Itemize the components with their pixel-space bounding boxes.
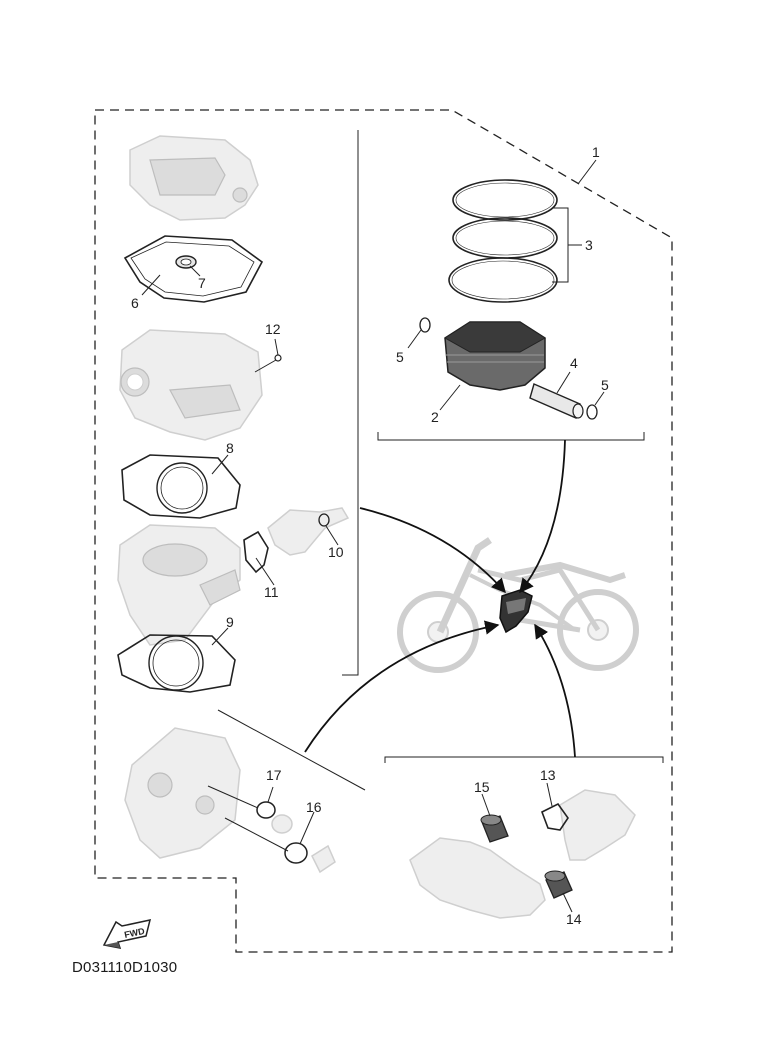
fwd-direction-arrow: FWD [102,919,152,949]
piston-rings [448,179,558,303]
piston-pin-clip-right [586,404,598,420]
piston [444,321,546,391]
callout-15: 15 [474,779,490,795]
o-ring-17 [256,801,276,819]
exhaust-joint-14 [544,870,573,899]
o-ring-16 [284,842,308,864]
exhaust-group-bracket [384,756,664,763]
cylinder-head [119,329,263,441]
cylinder-base-gasket [117,634,236,693]
leader-2 [439,384,461,411]
kit-boundary-dashed [94,109,673,953]
water-pump-gasket [243,530,269,574]
piston-pin-clip-left [419,317,431,333]
exhaust-header-pipe [409,789,636,919]
callout-1: 1 [592,144,600,160]
piston-group-bracket [377,432,645,441]
leader-9 [211,627,229,646]
exhaust-joint-15 [480,814,509,843]
callout-2: 2 [431,409,439,425]
leader-14 [562,892,573,913]
cylinder-head-gasket [121,454,241,519]
water-pump-cover [267,507,350,556]
leader-4 [556,371,571,394]
leader-15 [481,793,491,817]
leader-5b [594,391,605,406]
callout-5a: 5 [396,349,404,365]
callout-13: 13 [540,767,556,783]
callout-11: 11 [264,584,279,600]
leader-13 [546,782,553,807]
callout-10: 10 [328,544,344,560]
leader-16b [224,817,289,852]
head-cover-gasket-inner [130,241,255,297]
crankcase-cover [124,727,241,859]
engine-highlight [499,589,533,634]
arrow-from-exhaust-group [534,623,576,758]
exhaust-gasket-13 [540,802,569,831]
leader-8 [211,454,229,475]
leader-12 [274,338,279,356]
cylinder [117,524,241,646]
callout-7: 7 [198,275,206,291]
diagram-code: D031110D1030 [72,959,178,976]
callout-5b: 5 [601,377,609,393]
piston-pin [529,383,584,419]
callout-14: 14 [566,911,582,927]
cover-group-bracket [217,709,366,791]
leader-10 [325,525,339,546]
callout-12: 12 [265,321,281,337]
cylinder-head-cover [129,135,259,221]
leader-17 [267,786,274,803]
leader-16 [299,811,315,845]
oil-filter-plug [271,814,293,834]
callout-8: 8 [226,440,234,456]
leader-17b [207,785,259,809]
arrow-from-piston-group [519,439,566,594]
callout-4: 4 [570,355,578,371]
left-group-bracket [342,130,359,676]
leader-6 [141,274,161,296]
leader-7 [189,265,201,277]
head-cover-gasket [123,235,264,303]
callout-16: 16 [306,799,322,815]
leader-11 [255,557,275,586]
fwd-label: FWD [123,926,146,940]
leader-1 [577,159,597,185]
callout-6: 6 [131,295,139,311]
drain-bolt [311,844,336,874]
o-ring-small [318,513,330,527]
leader-12b [254,359,277,373]
callout-3: 3 [585,237,593,253]
arrow-from-cover-group [304,620,500,753]
leader-5a [407,329,422,349]
arrow-from-engine-group [359,507,506,594]
callout-17: 17 [266,767,282,783]
callout-9: 9 [226,614,234,630]
